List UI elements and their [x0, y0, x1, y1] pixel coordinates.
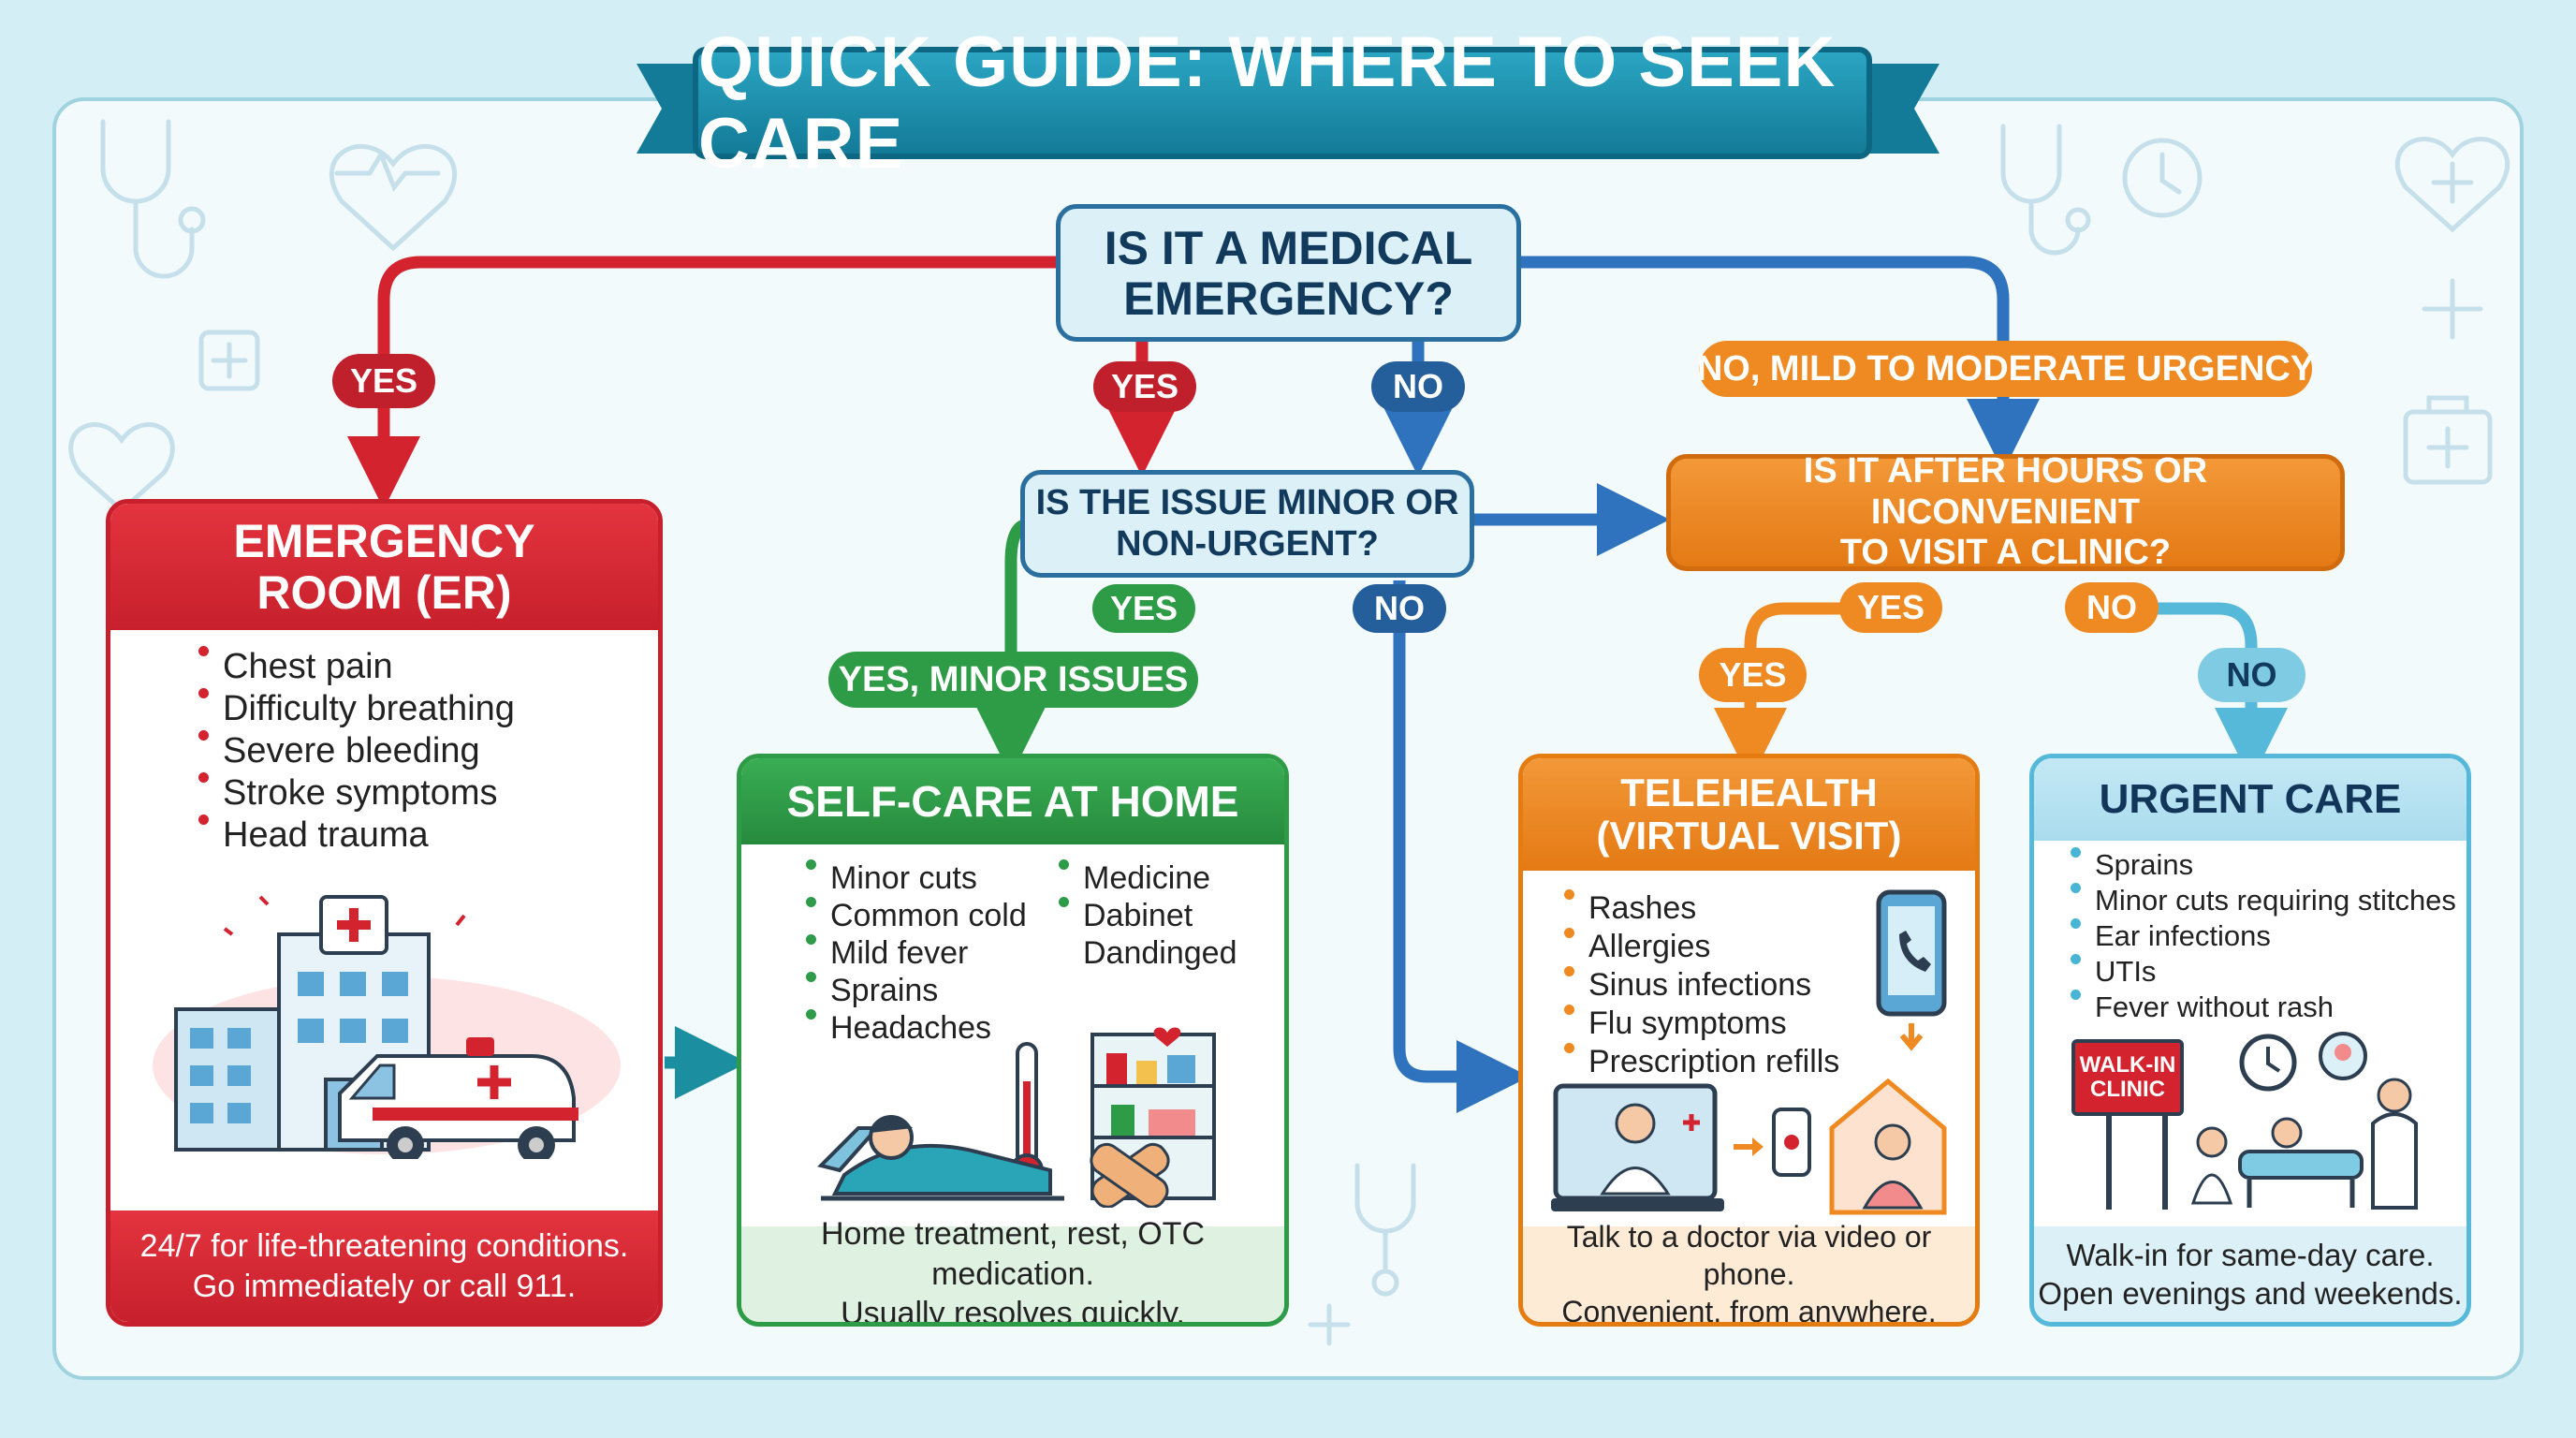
er-footer: 24/7 for life-threatening conditions.Go …	[110, 1211, 658, 1322]
list-item: Allergies	[1560, 928, 1839, 966]
list-item: Prescription refills	[1560, 1043, 1839, 1081]
label-yes-after: YES	[1839, 582, 1942, 633]
list-item: Sprains	[2067, 847, 2456, 883]
card-urgent-care: URGENT CARE Sprains Minor cuts requiring…	[2029, 754, 2471, 1327]
list-item: Flu symptoms	[1560, 1005, 1839, 1043]
label-yes-telehealth: YES	[1699, 648, 1807, 702]
heart-pulse-icon	[329, 144, 458, 252]
list-item-continued: Dandinged	[1083, 935, 1237, 971]
label-no-urgent: NO	[2198, 648, 2305, 702]
phone-icon	[1876, 889, 1947, 1051]
selfcare-list-right: Medicine Dabinet Dandinged	[1055, 859, 1237, 972]
label-no-minor: NO	[1353, 584, 1446, 633]
label-yes-minor-issues: YES, MINOR ISSUES	[828, 652, 1198, 708]
arrow-to-afterhours	[1521, 256, 2040, 472]
list-item: Mild fever	[802, 934, 1027, 972]
label-no-after: NO	[2065, 582, 2159, 633]
list-item: Common cold	[802, 897, 1027, 934]
list-item: Sinus infections	[1560, 966, 1839, 1005]
list-item: Head trauma	[195, 814, 515, 857]
urgent-care-illustration	[2106, 1032, 2418, 1210]
clock-icon	[2122, 138, 2203, 218]
list-item: Dabinet	[1055, 897, 1237, 934]
list-item: UTIs	[2067, 954, 2456, 990]
card-self-care: SELF-CARE AT HOME Minor cuts Common cold…	[737, 754, 1289, 1327]
video-call-illustration	[1551, 1078, 1947, 1215]
urgent-list: Sprains Minor cuts requiring stitches Ea…	[2067, 847, 2456, 1025]
telehealth-list: Rashes Allergies Sinus infections Flu sy…	[1560, 889, 1839, 1081]
list-item: Sprains	[802, 972, 1027, 1009]
label-yes-center: YES	[1093, 361, 1196, 412]
urgent-title: URGENT CARE	[2034, 758, 2466, 841]
title-banner: QUICK GUIDE: WHERE TO SEEK CARE	[693, 22, 1872, 183]
telehealth-title: TELEHEALTH(VIRTUAL VISIT)	[1523, 758, 1975, 871]
hospital-ambulance-illustration	[153, 895, 621, 1159]
list-item: Headaches	[802, 1009, 1027, 1047]
arrow-to-telehealth	[1714, 602, 1891, 781]
list-item: Rashes	[1560, 889, 1839, 928]
list-item: Ear infections	[2067, 918, 2456, 954]
arrow-to-urgent	[2106, 602, 2288, 781]
medical-cross-icon	[198, 330, 260, 391]
stethoscope-icon-bottom	[1354, 1163, 1416, 1297]
selfcare-list-left: Minor cuts Common cold Mild fever Sprain…	[802, 859, 1027, 1047]
list-item: Medicine	[1055, 859, 1237, 897]
stethoscope-icon	[100, 119, 206, 279]
arrow-to-er	[347, 256, 1056, 509]
label-yes-er: YES	[332, 354, 435, 408]
selfcare-footer: Home treatment, rest, OTC medication.Usu…	[741, 1216, 1284, 1322]
plus-icon-right	[2422, 278, 2483, 340]
list-item: Severe bleeding	[195, 730, 515, 772]
list-item: Minor cuts	[802, 859, 1027, 897]
urgent-footer: Walk-in for same-day care.Open evenings …	[2034, 1226, 2466, 1322]
list-item: Stroke symptoms	[195, 772, 515, 814]
page-title: QUICK GUIDE: WHERE TO SEEK CARE	[698, 22, 1837, 183]
list-item: Fever without rash	[2067, 990, 2456, 1025]
list-item: Difficulty breathing	[195, 688, 515, 730]
label-yes-minor: YES	[1092, 584, 1195, 633]
list-item: Minor cuts requiring stitches	[2067, 883, 2456, 918]
label-no-center: NO	[1371, 361, 1465, 412]
er-symptom-list: Chest pain Difficulty breathing Severe b…	[195, 646, 515, 857]
telehealth-footer: Talk to a doctor via video or phone.Conv…	[1523, 1220, 1975, 1322]
stethoscope-icon-right	[2000, 124, 2091, 256]
selfcare-title: SELF-CARE AT HOME	[741, 758, 1284, 844]
heart-plus-icon	[2394, 137, 2510, 233]
plus-icon-bottom	[1308, 1303, 1351, 1346]
label-mild-moderate: NO, MILD TO MODERATE URGENCY	[1697, 341, 2314, 397]
self-care-illustration	[817, 1027, 1216, 1208]
list-item: Chest pain	[195, 646, 515, 688]
arrow-minor-no-to-telehealth	[1393, 580, 1530, 1113]
card-telehealth: TELEHEALTH(VIRTUAL VISIT) Rashes Allergi…	[1518, 754, 1980, 1327]
first-aid-kit-icon	[2403, 395, 2493, 485]
